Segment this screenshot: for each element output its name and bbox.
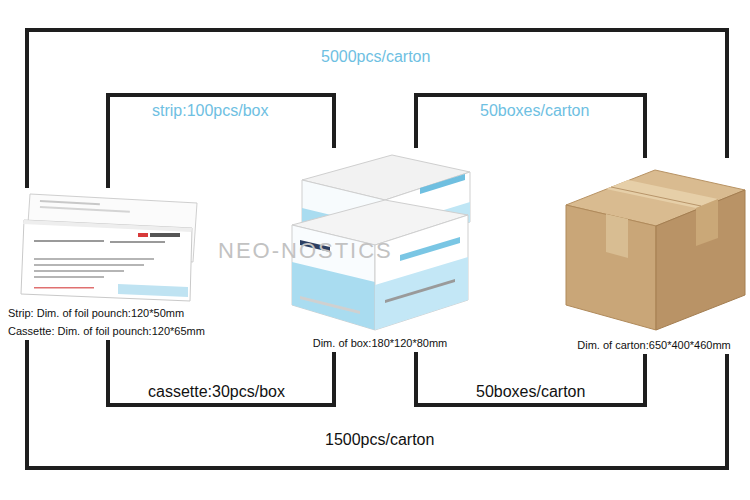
bracket-connector [416, 95, 645, 158]
bracket-connector [108, 95, 334, 188]
quantity-label: 50boxes/carton [472, 383, 589, 401]
watermark: NEO-NOSTICS [218, 238, 393, 264]
quantity-label: 50boxes/carton [476, 102, 593, 120]
bracket-connector [27, 340, 727, 468]
bracket-connector [27, 30, 727, 188]
carton-illustration [566, 170, 745, 330]
quantity-label: cassette:30pcs/box [144, 383, 289, 401]
dimension-text: Dim. of carton:650*400*460mm [562, 336, 746, 354]
quantity-label: strip:100pcs/box [148, 102, 273, 120]
product-item: Strip: Dim. of foil pounch:120*50mmCasse… [6, 188, 210, 340]
quantity-label: 1500pcs/carton [321, 431, 438, 449]
dimension-text: Strip: Dim. of foil pounch:120*50mm [6, 304, 210, 322]
foil-pouch-illustration [21, 194, 197, 301]
bracket-connector [416, 352, 645, 405]
bracket-connector [108, 340, 334, 405]
product-item: Dim. of carton:650*400*460mm [562, 158, 746, 354]
quantity-label: 5000pcs/carton [317, 48, 434, 66]
dimension-text: Dim. of box:180*120*80mm [288, 334, 472, 352]
dimension-text: Cassette: Dim. of foil pounch:120*65mm [6, 322, 210, 340]
